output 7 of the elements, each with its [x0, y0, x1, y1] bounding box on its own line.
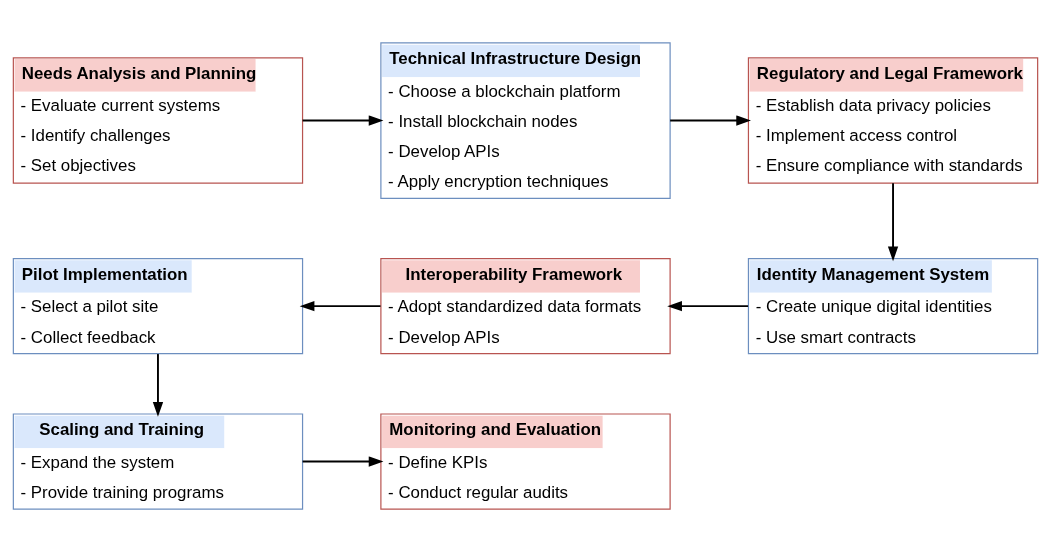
arrow: [301, 114, 384, 126]
arrow: [667, 300, 750, 311]
arrow: [299, 300, 382, 311]
arrow: [301, 455, 384, 467]
arrow: [152, 352, 164, 417]
arrow: [887, 181, 899, 261]
arrow: [669, 114, 751, 126]
